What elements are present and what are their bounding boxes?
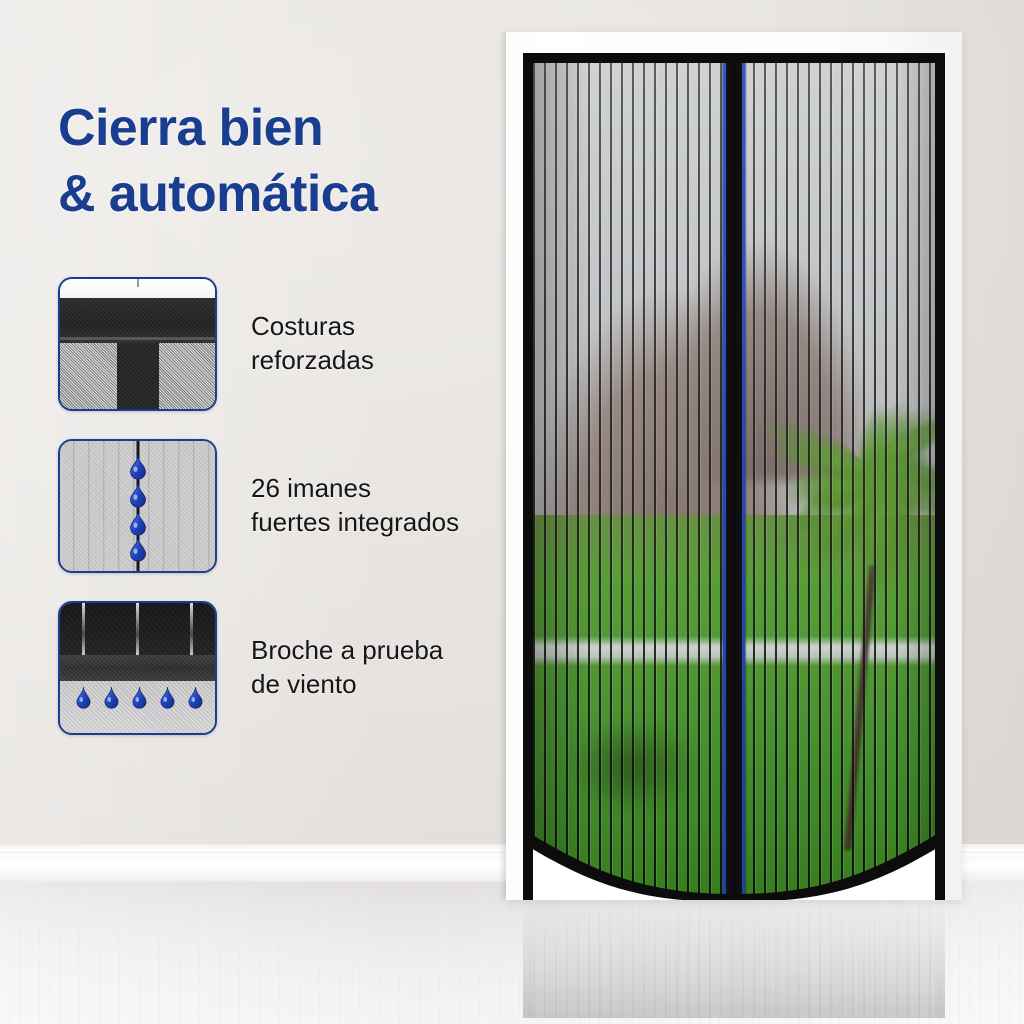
hem-strip <box>82 603 85 655</box>
seam-notch <box>136 279 139 287</box>
magnets-thumbnail <box>58 439 217 573</box>
magnet-drop-icon <box>129 536 146 567</box>
hem-strip <box>190 603 193 655</box>
weight-drop-icon <box>188 686 203 714</box>
magnetic-screen-door-photo <box>499 32 962 904</box>
feature-label-line-1: 26 imanes <box>251 473 371 504</box>
feature-label-line-2: fuertes integrados <box>251 507 460 537</box>
seam-tee-joint <box>116 343 159 409</box>
magnet-drop-icon <box>129 482 146 513</box>
hem-reinforced-band <box>60 655 215 681</box>
feature-label-line-2: de viento <box>251 669 357 699</box>
feature-label-line-2: reforzadas <box>251 345 374 375</box>
hem-strip <box>136 603 139 655</box>
feature-label-line-1: Costuras <box>251 311 356 342</box>
seam-accent-right <box>742 63 745 900</box>
seam-top-strip <box>60 279 215 298</box>
headline-line-1: Cierra bien <box>58 99 324 157</box>
feature-label-reinforced-seams: Costuras reforzadas <box>251 310 374 378</box>
feature-label-windproof-clasp: Broche a prueba de viento <box>251 634 443 702</box>
seam-reinforced-band <box>60 298 215 343</box>
weight-drop-icon <box>160 686 175 714</box>
feature-item-reinforced-seams: Costuras reforzadas <box>58 277 498 411</box>
windproof-hem-thumbnail <box>58 601 217 735</box>
feature-label-line-1: Broche a prueba <box>251 635 444 666</box>
screen-curtain <box>533 63 935 900</box>
floor <box>0 882 1024 1024</box>
panel-shading-left <box>533 63 590 900</box>
weight-drop-icon <box>76 686 91 714</box>
magnet-drop-icon <box>129 454 146 485</box>
panel-shading-right <box>894 63 935 900</box>
center-magnetic-seam <box>721 63 747 900</box>
magnet-drop-icon <box>129 510 146 541</box>
door-casing-shadow <box>499 32 506 900</box>
curved-hem-mask <box>533 835 935 900</box>
feature-item-windproof-clasp: Broche a prueba de viento <box>58 601 498 735</box>
feature-item-magnets: 26 imanes fuertes integrados <box>58 439 498 573</box>
weight-drop-icon <box>132 686 147 714</box>
seam-accent-left <box>723 63 726 900</box>
door-frame <box>523 53 945 900</box>
headline: Cierra bien & automática <box>58 96 488 227</box>
seam-stitch-line <box>60 337 215 340</box>
headline-line-2: & automática <box>58 164 378 223</box>
reinforced-seam-thumbnail <box>58 277 217 411</box>
feature-label-magnets: 26 imanes fuertes integrados <box>251 472 459 540</box>
weight-drop-icon <box>104 686 119 714</box>
